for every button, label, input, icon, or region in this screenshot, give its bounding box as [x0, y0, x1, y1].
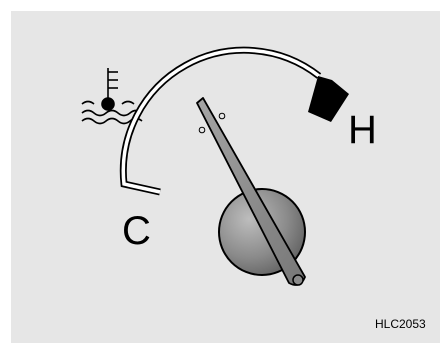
needle-tip-cap	[293, 275, 303, 285]
hot-label: H	[348, 108, 377, 152]
hot-zone-marker	[308, 76, 349, 122]
cold-label: C	[122, 209, 151, 253]
gauge-scale-arc	[123, 50, 319, 192]
scale-mark-dot	[199, 127, 205, 133]
figure-code: HLC2053	[375, 317, 426, 331]
coolant-temperature-icon	[82, 68, 142, 124]
scale-mark-dot	[219, 113, 225, 119]
